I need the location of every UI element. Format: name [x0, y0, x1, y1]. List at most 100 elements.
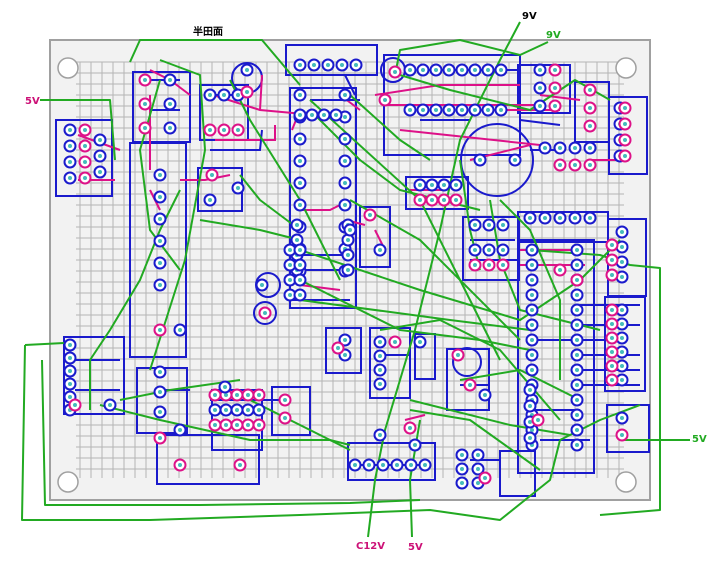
pad-hole: [343, 93, 347, 97]
pad-hole: [312, 63, 316, 67]
pad-hole: [538, 104, 542, 108]
pad-hole: [543, 216, 547, 220]
pad-hole: [298, 278, 302, 282]
magenta-trace: [259, 74, 263, 111]
magenta-trace: [300, 204, 341, 211]
jumper-wire: [129, 39, 301, 86]
pad-hole: [158, 328, 162, 332]
mounting-hole: [615, 57, 637, 79]
pad-hole: [378, 382, 382, 386]
pad-hole: [558, 146, 562, 150]
pad-hole: [378, 433, 382, 437]
component-outline: [517, 239, 595, 474]
pad-hole: [501, 263, 505, 267]
pad-hole: [235, 423, 239, 427]
pad-hole: [473, 248, 477, 252]
pad-hole: [487, 223, 491, 227]
pad-hole: [381, 463, 385, 467]
pad-hole: [476, 481, 480, 485]
pad-hole: [421, 108, 425, 112]
pad-hole: [334, 113, 338, 117]
pad-hole: [473, 68, 477, 72]
pad-hole: [143, 126, 147, 130]
pad-hole: [98, 170, 102, 174]
pad-hole: [326, 63, 330, 67]
pad-hole: [295, 223, 299, 227]
pad-hole: [530, 248, 534, 252]
pad-hole: [558, 163, 562, 167]
pad-hole: [610, 273, 614, 277]
pad-hole: [257, 393, 261, 397]
mounting-hole: [57, 57, 79, 79]
pad-hole: [421, 68, 425, 72]
pad-hole: [208, 128, 212, 132]
pad-hole: [530, 353, 534, 357]
magenta-trace: [404, 414, 426, 421]
pad-hole: [447, 68, 451, 72]
component-outline: [499, 450, 536, 497]
jumper-wire: [24, 342, 65, 346]
pad-hole: [610, 243, 614, 247]
component-outline: [156, 434, 260, 485]
pad-hole: [434, 68, 438, 72]
pad-hole: [442, 198, 446, 202]
pad-hole: [499, 68, 503, 72]
pad-hole: [213, 408, 217, 412]
pad-hole: [295, 238, 299, 242]
magenta-trace: [215, 125, 276, 141]
jumper-wire: [299, 279, 531, 351]
pad-hole: [620, 416, 624, 420]
pad-hole: [298, 203, 302, 207]
component-outline: [604, 296, 646, 392]
pad-hole: [460, 453, 464, 457]
component-outline: [405, 176, 469, 210]
pad-hole: [288, 293, 292, 297]
pad-hole: [343, 181, 347, 185]
pad-hole: [483, 393, 487, 397]
pad-hole: [553, 104, 557, 108]
mounting-hole: [615, 471, 637, 493]
pad-hole: [143, 78, 147, 82]
pad-hole: [476, 453, 480, 457]
pad-hole: [413, 443, 417, 447]
pad-hole: [430, 198, 434, 202]
jumper-wire: [41, 359, 421, 506]
pad-hole: [346, 253, 350, 257]
pad-hole: [246, 408, 250, 412]
pad-hole: [224, 423, 228, 427]
pad-hole: [575, 353, 579, 357]
pad-hole: [288, 263, 292, 267]
pad-hole: [620, 336, 624, 340]
pad-hole: [501, 248, 505, 252]
pad-hole: [378, 354, 382, 358]
jumper-wire: [149, 59, 206, 371]
pad-hole: [158, 217, 162, 221]
pad-hole: [343, 338, 347, 342]
pad-hole: [501, 223, 505, 227]
pad-hole: [343, 159, 347, 163]
pad-hole: [158, 436, 162, 440]
pad-hole: [536, 418, 540, 422]
pad-hole: [222, 93, 226, 97]
pad-hole: [393, 70, 397, 74]
pad-hole: [478, 158, 482, 162]
pad-hole: [222, 128, 226, 132]
pad-hole: [343, 115, 347, 119]
pad-hole: [210, 173, 214, 177]
pad-hole: [460, 467, 464, 471]
blue-trace: [300, 74, 356, 96]
mounting-holes: [57, 57, 637, 493]
pad-hole: [246, 423, 250, 427]
pad-hole: [620, 378, 624, 382]
pad-hole: [298, 137, 302, 141]
pad-hole: [430, 183, 434, 187]
label-9v-green: 9V: [546, 30, 561, 41]
jumper-wire: [489, 199, 601, 331]
pad-hole: [393, 340, 397, 344]
label-5v-bottom: 5V: [408, 542, 423, 553]
pad-hole: [298, 293, 302, 297]
pad-hole: [235, 393, 239, 397]
pad-hole: [487, 248, 491, 252]
pad-hole: [245, 90, 249, 94]
